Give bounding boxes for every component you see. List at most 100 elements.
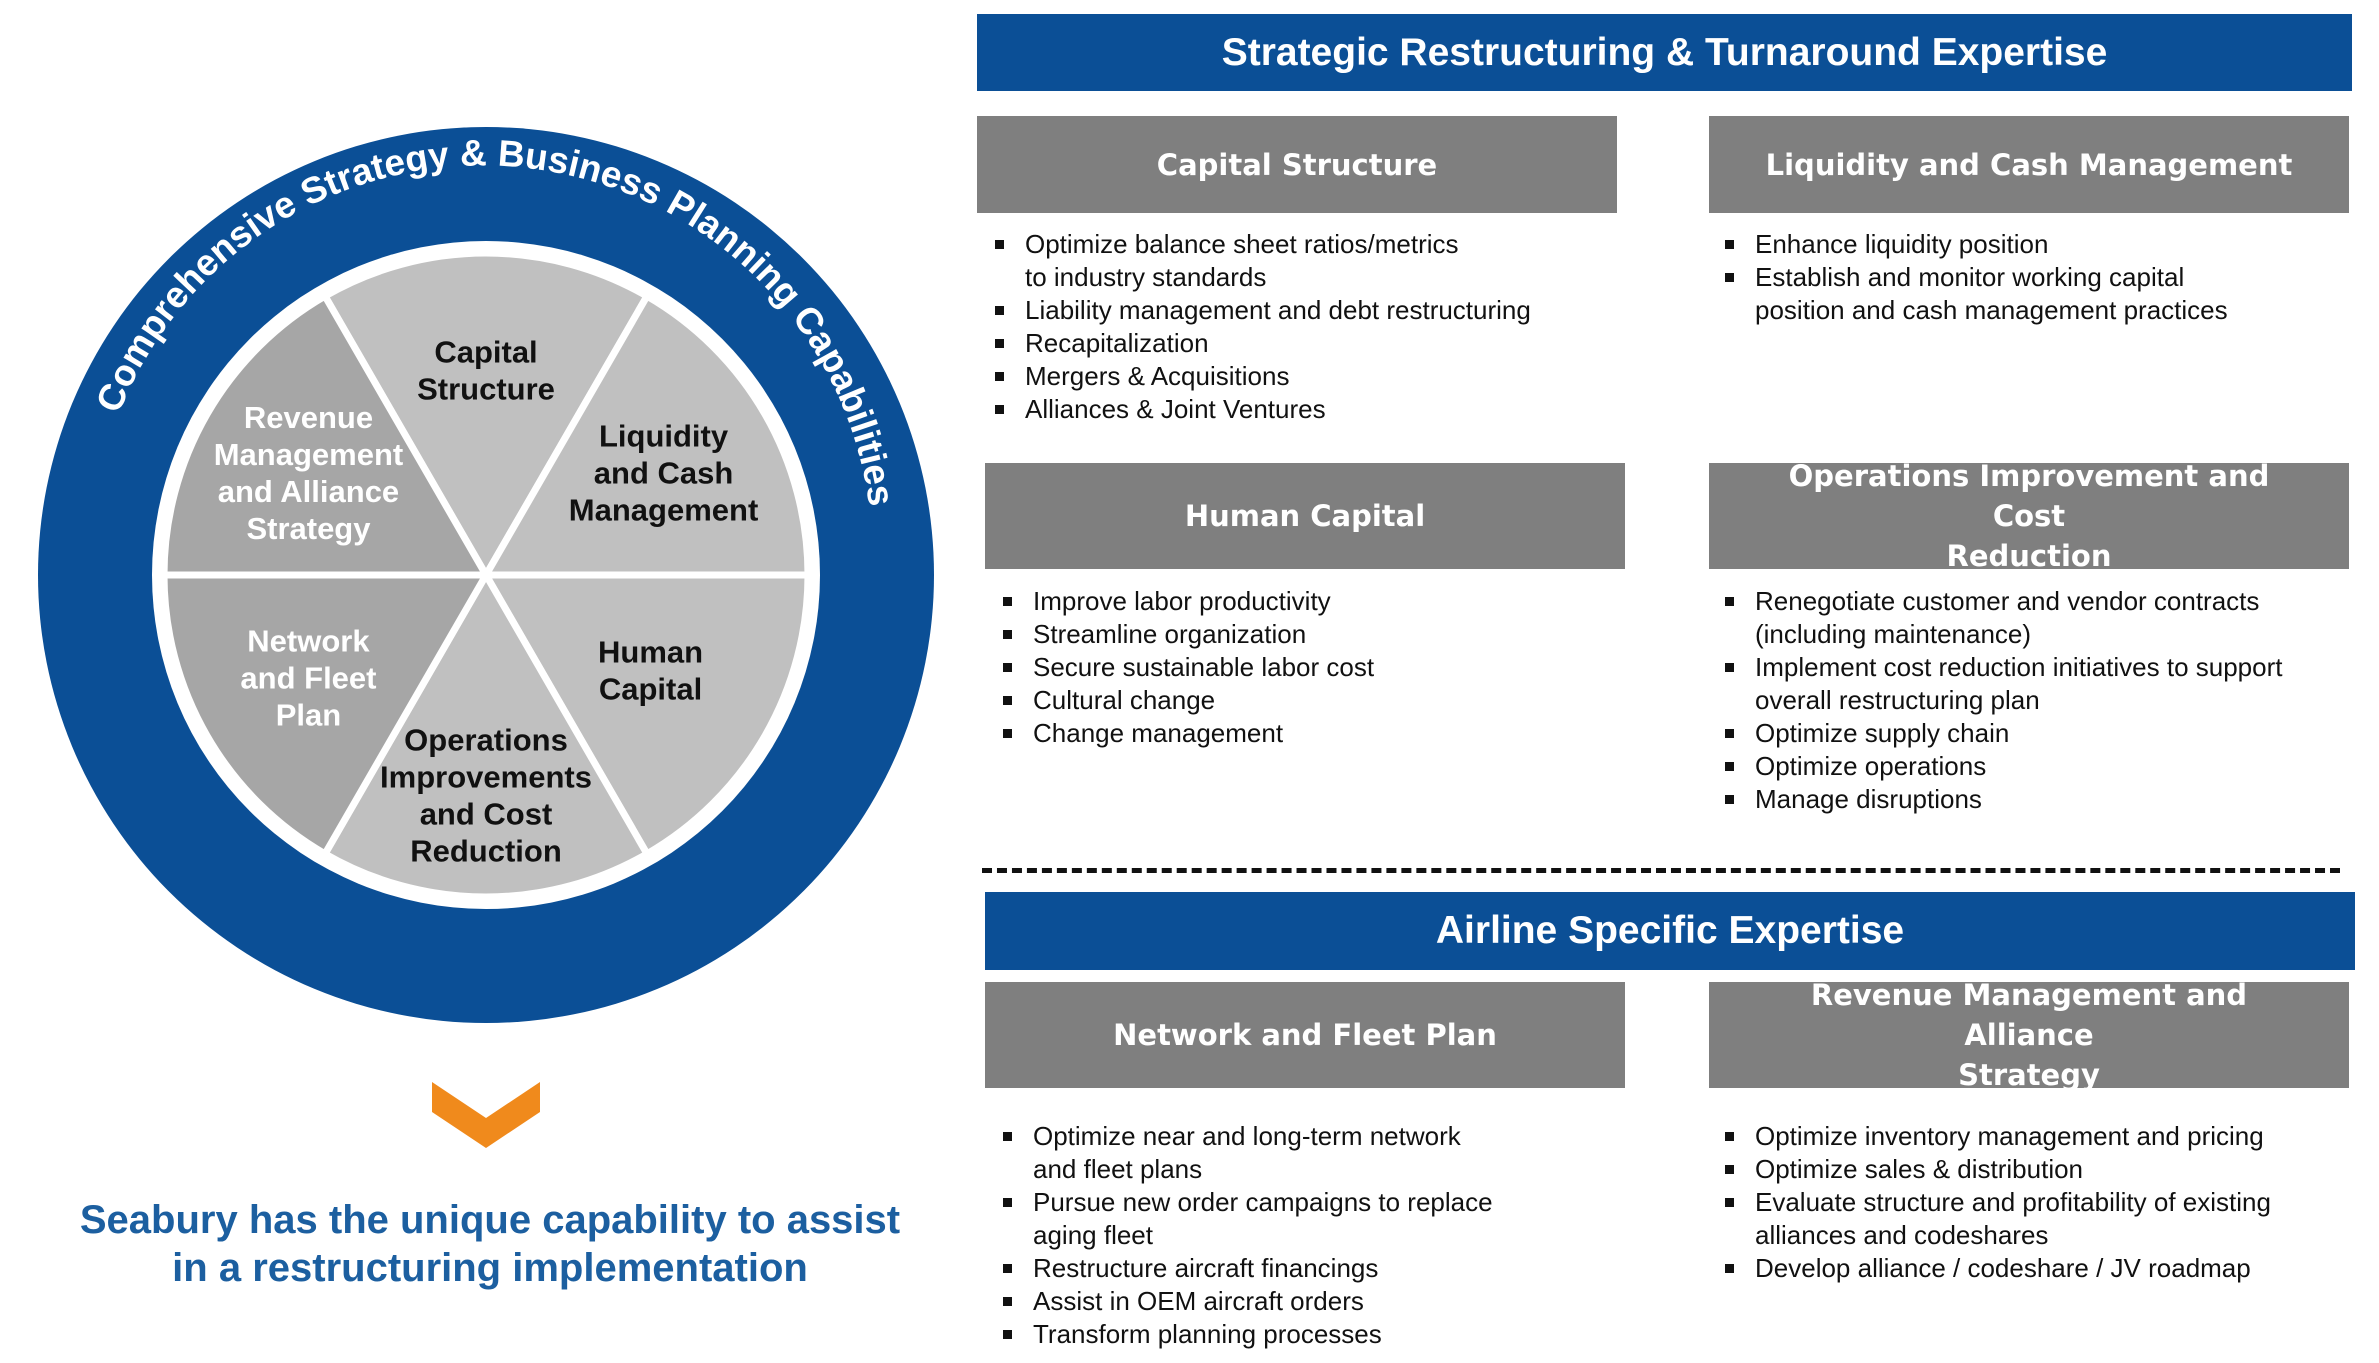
operations-bullets: Renegotiate customer and vendor contract… — [1725, 585, 2365, 816]
network-fleet-header: Network and Fleet Plan — [985, 982, 1625, 1088]
bullet-item: Transform planning processes — [1003, 1318, 1623, 1351]
liquidity-header: Liquidity and Cash Management — [1709, 116, 2349, 213]
bullet-line: Secure sustainable labor cost — [1033, 652, 1375, 682]
segment-label-line: Management — [569, 493, 758, 528]
bullet-item: Renegotiate customer and vendor contract… — [1725, 585, 2365, 651]
bullet-item: Assist in OEM aircraft orders — [1003, 1285, 1623, 1318]
capital-structure-header-text: Capital Structure — [1156, 147, 1438, 182]
bullet-item: Cultural change — [1003, 684, 1623, 717]
bullet-item: Secure sustainable labor cost — [1003, 651, 1623, 684]
bullet-line: alliances and codeshares — [1755, 1220, 2049, 1250]
chevron-down-icon — [432, 1082, 540, 1148]
bullet-line: Manage disruptions — [1755, 784, 1982, 814]
revenue-management-header-line-2: Strategy — [1958, 1058, 2100, 1092]
segment-label-line: and Alliance — [218, 474, 399, 509]
revenue-management-header: Revenue Management and Alliance Strategy — [1709, 978, 2349, 1092]
bullet-item: Mergers & Acquisitions — [995, 360, 1615, 393]
bullet-line: Improve labor productivity — [1033, 586, 1331, 616]
bullet-line: Pursue new order campaigns to replace — [1033, 1187, 1493, 1217]
bullet-item: Liability management and debt restructur… — [995, 294, 1615, 327]
segment-label-line: Reduction — [410, 834, 562, 869]
bullet-item: Enhance liquidity position — [1725, 228, 2345, 261]
bullet-item: Change management — [1003, 717, 1623, 750]
human-capital-header: Human Capital — [985, 463, 1625, 569]
bullet-item: Optimize supply chain — [1725, 717, 2365, 750]
bullet-item: Optimize sales & distribution — [1725, 1153, 2365, 1186]
bullet-item: Alliances & Joint Ventures — [995, 393, 1615, 426]
liquidity-header-text: Liquidity and Cash Management — [1765, 147, 2293, 182]
segment-label-line: Network — [247, 624, 370, 659]
segment-label-line: Liquidity — [599, 419, 729, 454]
segment-label-line: Human — [598, 635, 703, 670]
strategic-expertise-title-text: Strategic Restructuring & Turnaround Exp… — [1221, 30, 2108, 74]
segment-revenue-management — [160, 292, 490, 579]
segment-liquidity-cash — [482, 292, 812, 579]
bullet-line: Transform planning processes — [1033, 1319, 1382, 1349]
revenue-management-header-line-1: Revenue Management and Alliance — [1810, 978, 2248, 1052]
bullet-line: Recapitalization — [1025, 328, 1209, 358]
segment-label-line: Capital — [599, 672, 702, 707]
bullet-item: Evaluate structure and profitability of … — [1725, 1186, 2365, 1252]
bullet-line: Optimize sales & distribution — [1755, 1154, 2084, 1184]
bullet-line: Optimize near and long-term network — [1033, 1121, 1461, 1151]
segment-label-line: and Fleet — [240, 661, 376, 696]
bullet-line: overall restructuring plan — [1755, 685, 2040, 715]
bullet-line: Liability management and debt restructur… — [1025, 295, 1531, 325]
airline-expertise-title: Airline Specific Expertise — [985, 892, 2355, 970]
airline-expertise-title-text: Airline Specific Expertise — [1435, 909, 1905, 952]
bullet-line: Optimize operations — [1755, 751, 1987, 781]
operations-header-line-1: Operations Improvement and Cost — [1788, 459, 2270, 533]
bullet-line: (including maintenance) — [1755, 619, 2032, 649]
bullet-item: Manage disruptions — [1725, 783, 2365, 816]
bullet-line: Implement cost reduction initiatives to … — [1755, 652, 2283, 682]
segment-label-line: and Cash — [594, 456, 734, 491]
segment-label-line: Strategy — [246, 511, 371, 546]
bullet-item: Develop alliance / codeshare / JV roadma… — [1725, 1252, 2365, 1285]
bullet-line: Cultural change — [1033, 685, 1216, 715]
bullet-item: Optimize operations — [1725, 750, 2365, 783]
bullet-line: Develop alliance / codeshare / JV roadma… — [1755, 1253, 2251, 1283]
bullet-item: Restructure aircraft financings — [1003, 1252, 1623, 1285]
bullet-line: Establish and monitor working capital — [1755, 262, 2185, 292]
bullet-line: position and cash management practices — [1755, 295, 2228, 325]
bullet-item: Streamline organization — [1003, 618, 1623, 651]
bullet-line: to industry standards — [1025, 262, 1267, 292]
segment-label-line: Structure — [417, 372, 555, 407]
bullet-line: Enhance liquidity position — [1755, 229, 2049, 259]
segment-operations — [321, 571, 651, 901]
bullet-line: Evaluate structure and profitability of … — [1755, 1187, 2271, 1217]
bullet-line: Optimize supply chain — [1755, 718, 2010, 748]
tagline: Seabury has the unique capability to ass… — [40, 1196, 940, 1292]
strategic-expertise-title: Strategic Restructuring & Turnaround Exp… — [977, 14, 2352, 91]
segment-label-line: Operations — [404, 723, 568, 758]
bullet-line: and fleet plans — [1033, 1154, 1203, 1184]
network-fleet-header-text: Network and Fleet Plan — [1113, 1018, 1497, 1052]
segment-label-line: Plan — [276, 698, 341, 733]
revenue-management-bullets: Optimize inventory management and pricin… — [1725, 1120, 2365, 1285]
bullet-line: Assist in OEM aircraft orders — [1033, 1286, 1364, 1316]
bullet-item: Optimize inventory management and pricin… — [1725, 1120, 2365, 1153]
segment-label-line: Capital — [434, 335, 537, 370]
tagline-line-1: Seabury has the unique capability to ass… — [79, 1198, 901, 1242]
bullet-line: Optimize balance sheet ratios/metrics — [1025, 229, 1459, 259]
segment-label-line: Management — [214, 437, 403, 472]
segment-capital-structure — [321, 249, 651, 579]
tagline-line-2: in a restructuring implementation — [172, 1246, 808, 1290]
bullet-line: Renegotiate customer and vendor contract… — [1755, 586, 2260, 616]
